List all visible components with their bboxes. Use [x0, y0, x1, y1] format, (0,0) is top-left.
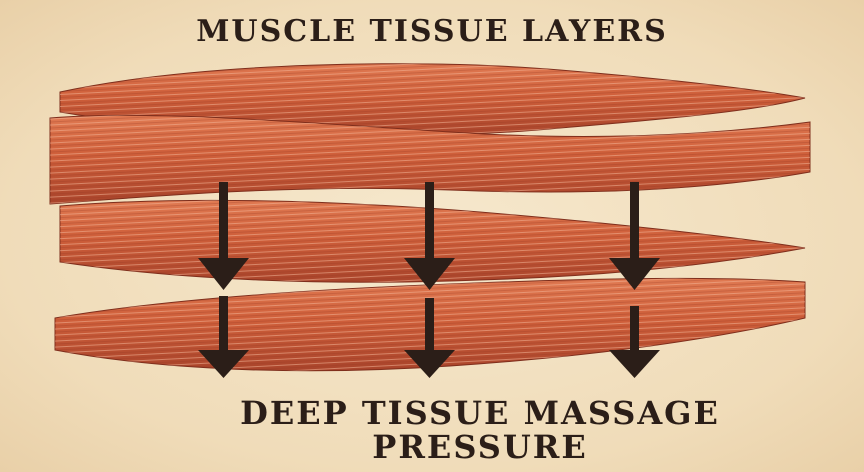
pressure-arrows-upper: [198, 182, 660, 290]
downward-arrow-icon: [609, 306, 660, 378]
diagram-title: MUSCLE TISSUE LAYERS: [196, 14, 668, 49]
muscle-layer-1: [59, 63, 806, 136]
pressure-caption: DEEP TISSUE MASSAGE PRESSURE: [150, 396, 810, 464]
caption-line-2: PRESSURE: [372, 428, 588, 466]
downward-arrow-icon: [198, 182, 249, 290]
downward-arrow-icon: [404, 298, 455, 378]
muscle-layer-2: [49, 114, 811, 205]
pressure-arrows-lower: [198, 296, 660, 378]
downward-arrow-icon: [609, 182, 660, 290]
downward-arrow-icon: [404, 182, 455, 290]
downward-arrow-icon: [198, 296, 249, 378]
caption-line-1: DEEP TISSUE MASSAGE: [240, 394, 720, 432]
